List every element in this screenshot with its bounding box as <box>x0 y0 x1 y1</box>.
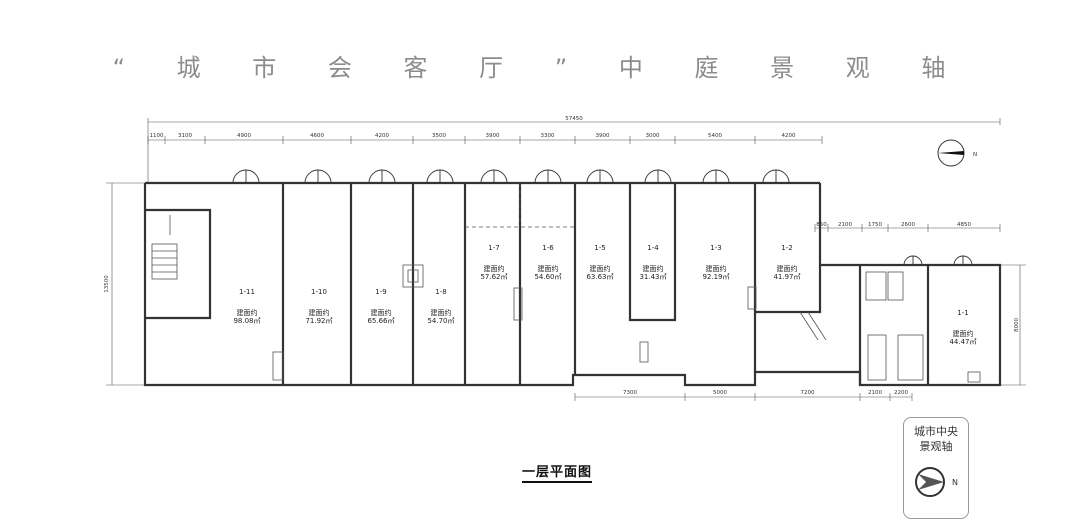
unit-id: 1-1 <box>957 309 968 317</box>
bottom-dimension-2: 7200 <box>801 390 815 396</box>
dimension-lines <box>106 118 1026 401</box>
unit-area-label: 建面约 <box>643 264 664 273</box>
unit-id: 1-4 <box>647 244 659 252</box>
unit-area-label: 建面约 <box>237 308 258 317</box>
right-dimension-4: 4850 <box>957 222 971 228</box>
top-dimension-2: 4900 <box>237 133 251 139</box>
top-dimension-0: 1100 <box>150 133 164 139</box>
unit-area: 63.63㎡ <box>586 273 613 281</box>
unit-area: 98.08㎡ <box>233 317 260 325</box>
unit-area-label: 建面约 <box>953 329 974 338</box>
top-dimension-5: 3500 <box>432 133 446 139</box>
unit-area-label: 建面约 <box>431 308 452 317</box>
right-dimension-3: 2600 <box>901 222 915 228</box>
total-dimension: 57450 <box>565 116 583 122</box>
right-dimension-1: 2100 <box>838 222 852 228</box>
unit-area: 44.47㎡ <box>949 338 976 346</box>
unit-id: 1-7 <box>488 244 499 252</box>
door-8 <box>702 169 730 184</box>
bottom-dimension-0: 7300 <box>623 390 637 396</box>
top-dimension-11: 4200 <box>782 133 796 139</box>
unit-area-label: 建面约 <box>777 264 798 273</box>
page-headline: “ 城 市 会 客 厅 ” 中 庭 景 观 轴 <box>112 54 968 82</box>
door-1 <box>304 169 332 184</box>
legend-north-letter: N <box>952 478 958 487</box>
side-door-0 <box>903 255 923 266</box>
unit-id: 1-8 <box>435 288 446 296</box>
top-dimension-9: 3000 <box>646 133 660 139</box>
unit-area: 57.62㎡ <box>480 273 507 281</box>
unit-area: 54.60㎡ <box>534 273 561 281</box>
unit-area: 71.92㎡ <box>305 317 332 325</box>
door-3 <box>426 169 454 184</box>
building-walls <box>143 181 1002 387</box>
door-7 <box>644 169 672 184</box>
door-6 <box>586 169 614 184</box>
unit-id: 1-10 <box>311 288 327 296</box>
unit-labels: 1-11建面约98.08㎡1-10建面约71.92㎡1-9建面约65.66㎡1-… <box>233 244 976 346</box>
thin-details <box>151 183 981 383</box>
unit-id: 1-6 <box>542 244 554 252</box>
legend-line-2: 景观轴 <box>919 440 953 453</box>
door-5 <box>534 169 562 184</box>
compass-letter: N <box>973 152 977 158</box>
compass-north-arrow: N <box>937 139 977 167</box>
legend-line-1: 城市中央 <box>914 425 958 438</box>
top-dimension-8: 3900 <box>596 133 610 139</box>
unit-area-label: 建面约 <box>371 308 392 317</box>
top-dimension-7: 3300 <box>541 133 555 139</box>
door-0 <box>232 169 260 184</box>
unit-area-label: 建面约 <box>706 264 727 273</box>
entrance-doors <box>232 169 973 266</box>
plan-caption: 一层平面图 <box>522 461 593 483</box>
unit-area: 65.66㎡ <box>367 317 394 325</box>
right-dimension-2: 1750 <box>868 222 882 228</box>
door-9 <box>762 169 790 184</box>
top-dimension-3: 4600 <box>310 133 324 139</box>
dimension-texts: 57450 1100 3100 4900 4600 4200 3500 3900 3300 39… <box>104 116 1020 396</box>
unit-id: 1-3 <box>710 244 721 252</box>
top-dimension-6: 3900 <box>486 133 500 139</box>
top-dimension-4: 4200 <box>375 133 389 139</box>
unit-area: 54.70㎡ <box>427 317 454 325</box>
bottom-dimension-4: 2200 <box>894 390 908 396</box>
left-height-dimension: 13500 <box>104 275 110 293</box>
right-dimension-0: 850 <box>816 222 827 228</box>
door-2 <box>368 169 396 184</box>
unit-id: 1-9 <box>375 288 386 296</box>
unit-area-label: 建面约 <box>309 308 330 317</box>
unit-area: 92.19㎡ <box>702 273 729 281</box>
top-dimension-1: 3100 <box>178 133 192 139</box>
unit-area-label: 建面约 <box>538 264 559 273</box>
legend-compass-icon: N <box>915 467 958 497</box>
bottom-dimension-3: 2100 <box>868 390 882 396</box>
legend-box: 城市中央 景观轴 N <box>903 417 969 519</box>
side-door-1 <box>953 255 973 266</box>
unit-area: 31.43㎡ <box>639 273 666 281</box>
right-height-dimension: 8000 <box>1014 318 1020 332</box>
unit-id: 1-2 <box>781 244 792 252</box>
unit-id: 1-11 <box>239 288 255 296</box>
bottom-dimension-1: 5000 <box>713 390 727 396</box>
unit-area: 41.97㎡ <box>773 273 800 281</box>
unit-id: 1-5 <box>594 244 605 252</box>
door-4 <box>480 169 508 184</box>
unit-area-label: 建面约 <box>484 264 505 273</box>
top-dimension-10: 5400 <box>708 133 722 139</box>
unit-area-label: 建面约 <box>590 264 611 273</box>
